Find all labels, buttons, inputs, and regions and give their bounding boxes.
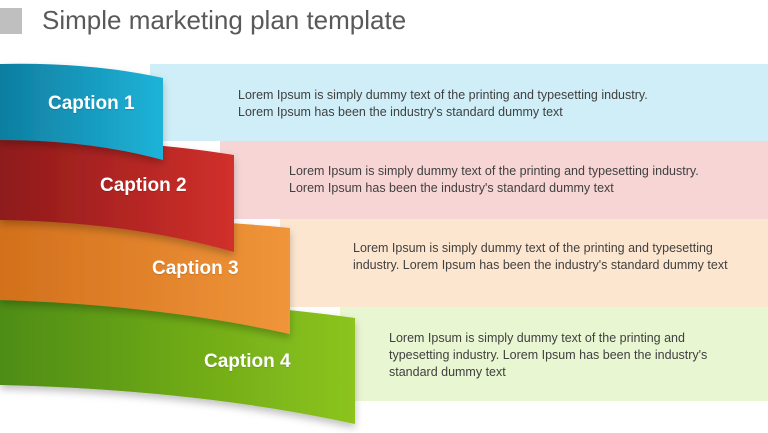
ribbon-2 (0, 139, 234, 252)
caption-4: Caption 4 (204, 351, 291, 372)
page-title: Simple marketing plan template (42, 5, 407, 35)
band-2 (220, 141, 768, 219)
ribbon-1 (0, 63, 163, 160)
caption-1: Caption 1 (48, 93, 135, 114)
band-4 (340, 307, 768, 401)
caption-2: Caption 2 (100, 175, 187, 196)
description-2: Lorem Ipsum is simply dummy text of the … (289, 164, 699, 195)
band-1 (150, 64, 768, 141)
description-4: Lorem Ipsum is simply dummy text of the … (389, 331, 708, 379)
caption-3: Caption 3 (152, 258, 239, 279)
title-marker (0, 8, 22, 34)
description-1: Lorem Ipsum is simply dummy text of the … (238, 88, 648, 119)
ribbon-4 (0, 299, 355, 424)
description-3: Lorem Ipsum is simply dummy text of the … (353, 241, 728, 272)
band-3 (280, 219, 768, 307)
